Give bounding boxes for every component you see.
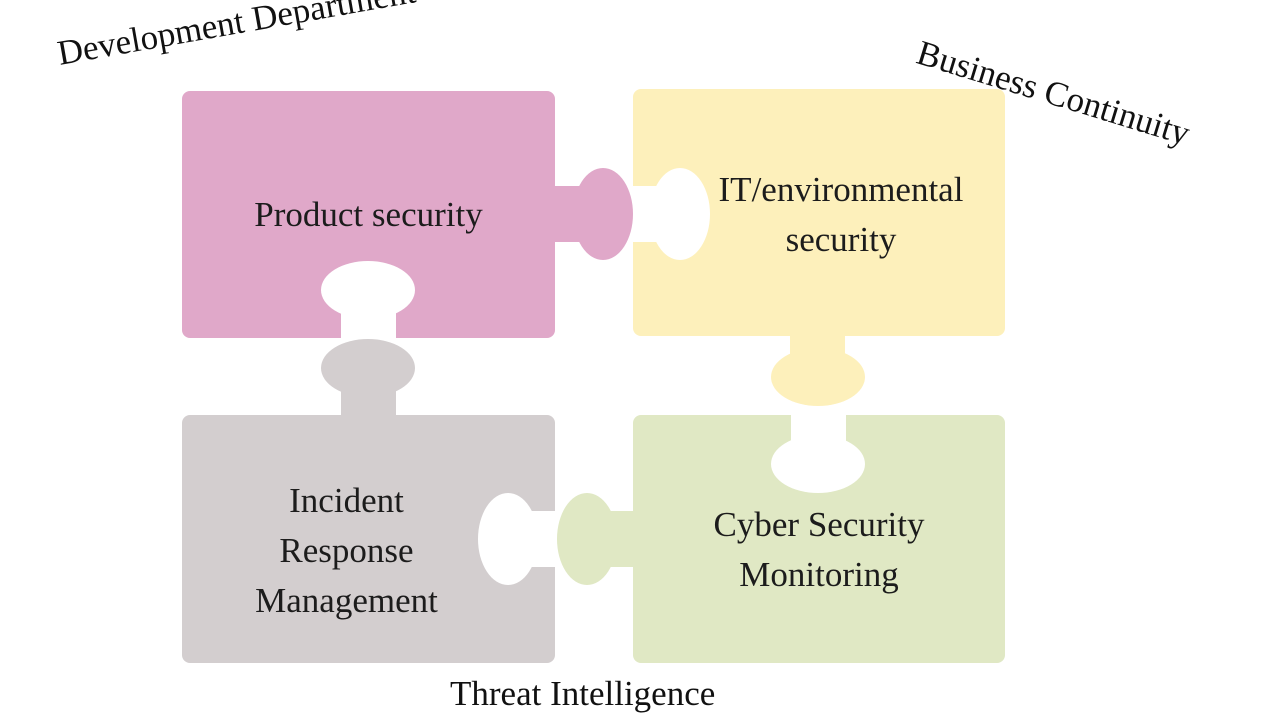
- cyber-line-2: Monitoring: [739, 555, 899, 594]
- label-cyber-security-monitoring: Cyber Security Monitoring: [633, 500, 1005, 600]
- it-environmental-line-1: IT/environmental: [718, 170, 964, 209]
- product-security-line: Product security: [254, 195, 483, 234]
- label-threat-intelligence: Threat Intelligence: [450, 674, 716, 713]
- puzzle-piece-it-environmental-security: [633, 89, 1005, 406]
- cyber-line-1: Cyber Security: [713, 505, 925, 544]
- label-it-environmental-security: IT/environmental security: [655, 165, 1027, 265]
- it-environmental-line-2: security: [785, 220, 897, 259]
- puzzle-piece-incident-response-management: [182, 339, 555, 663]
- puzzle-piece-cyber-security-monitoring: [557, 415, 1005, 663]
- label-incident-response-management: Incident Response Management: [160, 476, 533, 626]
- incident-line-2: Response: [279, 531, 414, 570]
- incident-line-3: Management: [255, 581, 438, 620]
- label-product-security: Product security: [182, 190, 555, 240]
- puzzle-piece-product-security: [182, 91, 633, 338]
- incident-line-1: Incident: [289, 481, 404, 520]
